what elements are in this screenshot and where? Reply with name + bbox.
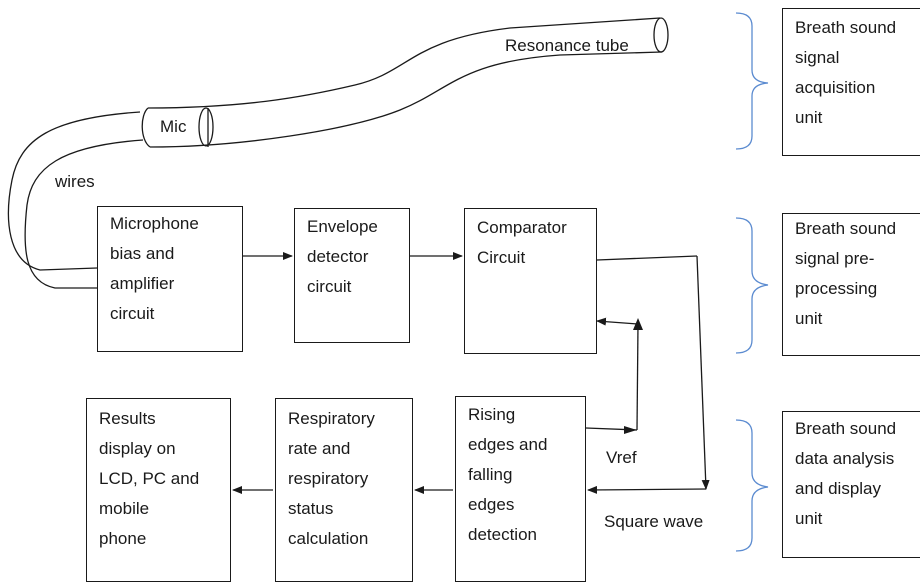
edge-detection-text: Rising edges and falling edges detection <box>468 405 548 544</box>
respiratory-calculation-text: Respiratory rate and respiratory status … <box>288 409 375 548</box>
results-display-block: Results display on LCD, PC and mobile ph… <box>86 398 231 582</box>
results-display-text: Results display on LCD, PC and mobile ph… <box>99 409 200 548</box>
comparator-block: Comparator Circuit <box>464 208 597 354</box>
vref-arrowhead-up <box>633 318 643 330</box>
acquisition-unit-box: Breath sound signal acquisition unit <box>782 8 920 156</box>
microphone-bias-amplifier-text: Microphone bias and amplifier circuit <box>110 214 199 323</box>
microphone-bias-amplifier-block: Microphone bias and amplifier circuit <box>97 206 243 352</box>
signal-arrows <box>232 252 710 494</box>
vref-arrowhead-right <box>624 426 637 434</box>
edge-detection-block: Rising edges and falling edges detection <box>455 396 586 582</box>
respiratory-calculation-block: Respiratory rate and respiratory status … <box>275 398 413 582</box>
resonance-tube-label: Resonance tube <box>505 36 629 55</box>
comparator-text: Comparator Circuit <box>477 218 567 267</box>
envelope-detector-block: Envelope detector circuit <box>294 208 410 343</box>
resonance-tube <box>141 17 669 148</box>
mic-label: Mic <box>160 117 187 136</box>
preprocessing-unit-text: Breath sound signal pre- processing unit <box>795 219 897 328</box>
analysis-unit-box: Breath sound data analysis and display u… <box>782 411 920 558</box>
unit-braces <box>735 12 769 552</box>
vref-label: Vref <box>606 448 637 467</box>
microphone-wires <box>7 111 144 289</box>
envelope-detector-text: Envelope detector circuit <box>307 217 378 296</box>
preprocessing-unit-box: Breath sound signal pre- processing unit <box>782 213 920 356</box>
analysis-unit-text: Breath sound data analysis and display u… <box>795 419 897 528</box>
acquisition-unit-text: Breath sound signal acquisition unit <box>795 18 897 127</box>
square-wave-label: Square wave <box>604 512 704 531</box>
wires-label: wires <box>55 172 95 191</box>
